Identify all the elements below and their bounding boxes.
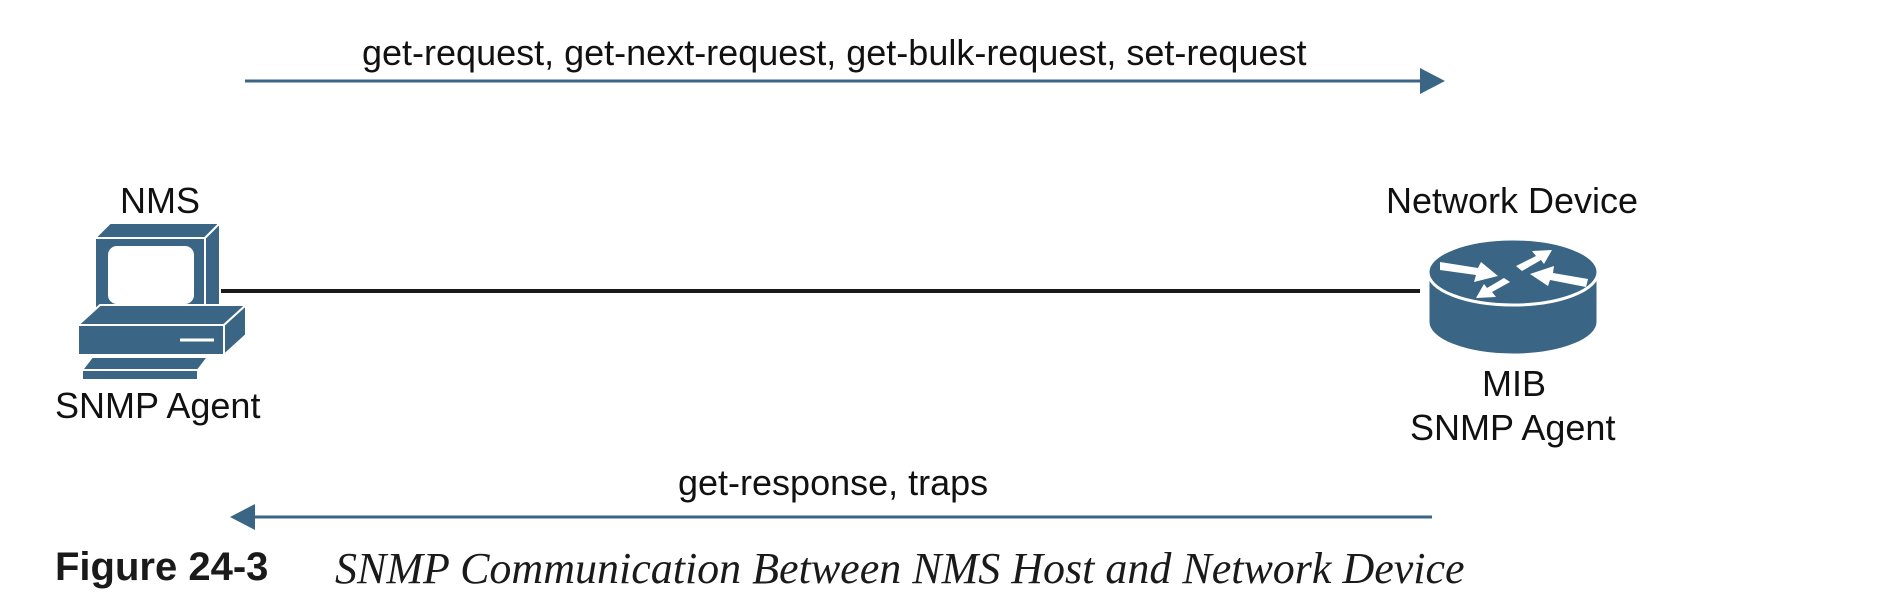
request-arrow [245,68,1445,94]
device-title: Network Device [1386,180,1639,221]
response-arrow [230,504,1432,530]
device-mib-label: MIB [1482,363,1547,404]
request-message-label: get-request, get-next-request, get-bulk-… [362,32,1307,73]
device-agent-label: SNMP Agent [1410,407,1616,448]
computer-icon [75,220,249,381]
figure-caption: SNMP Communication Between NMS Host and … [335,544,1465,593]
figure-number: Figure 24-3 [55,545,269,589]
nms-subtitle: SNMP Agent [55,385,261,426]
router-icon [1426,237,1600,357]
nms-title: NMS [120,180,200,221]
response-message-label: get-response, traps [678,462,989,503]
